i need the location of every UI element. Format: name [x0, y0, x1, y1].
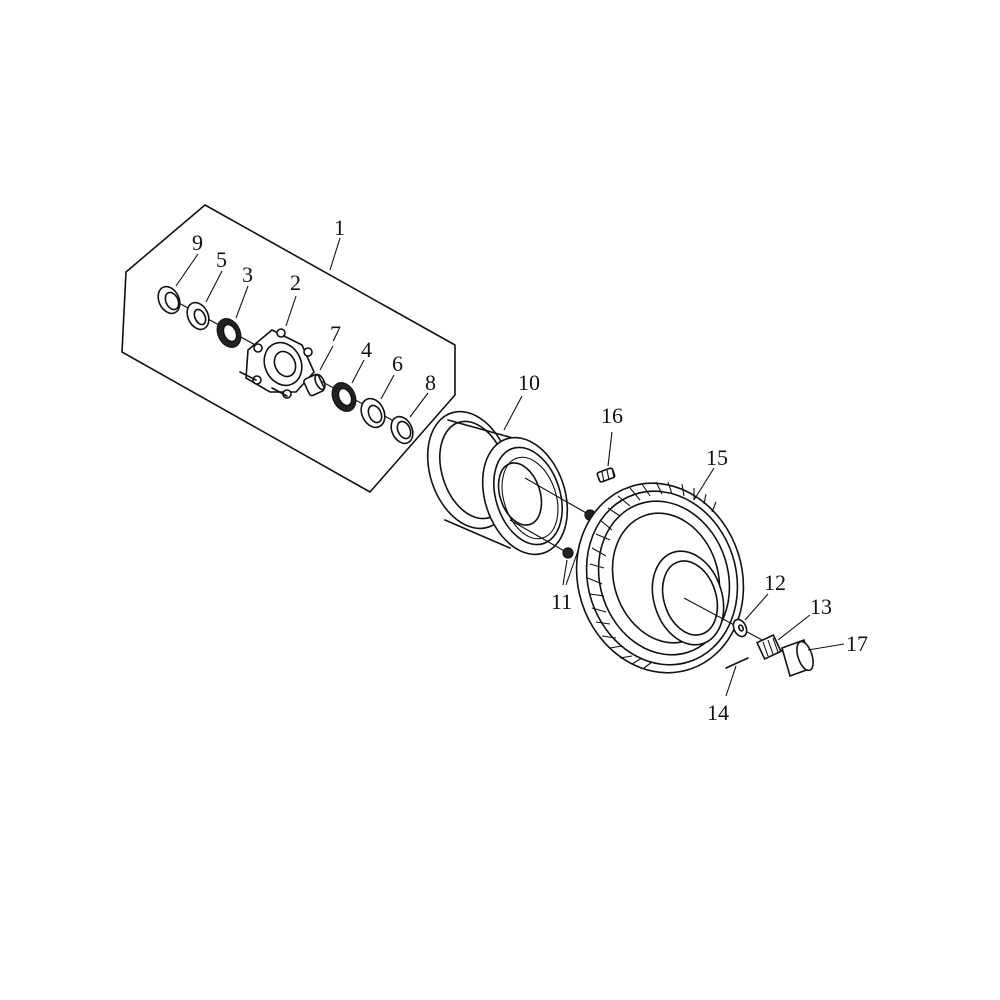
callout-10: 10	[518, 370, 540, 395]
part-15-tire[interactable]	[552, 461, 767, 694]
callout-8: 8	[425, 370, 436, 395]
callout-13: 13	[810, 594, 832, 619]
callout-3: 3	[242, 262, 253, 287]
hub-assembly-group	[121, 204, 456, 493]
rim-stud-line-2	[509, 519, 567, 553]
part-13-axle-nut[interactable]	[755, 614, 811, 661]
rim-stud-line	[524, 477, 589, 515]
callout-1: 1	[334, 215, 345, 240]
callout-9: 9	[192, 230, 203, 255]
callout-5: 5	[216, 247, 227, 272]
part-4-bearing[interactable]	[328, 359, 365, 415]
part-2-wheel-hub[interactable]	[239, 295, 315, 399]
callout-14: 14	[707, 700, 729, 725]
part-11-nuts[interactable]	[562, 509, 596, 586]
part-10-rim[interactable]	[413, 395, 581, 565]
callout-7: 7	[330, 321, 341, 346]
part-14-cotter-pin[interactable]	[725, 657, 749, 697]
callout-labels: 1 2 3 4 5 6 7 8 9 10 11 12 13 14 15 16 1…	[192, 215, 868, 725]
part-12-washer[interactable]	[731, 593, 769, 639]
part-5-oil-seal[interactable]	[183, 270, 223, 333]
callout-6: 6	[392, 351, 403, 376]
part-16-valve[interactable]	[596, 431, 616, 483]
callout-16: 16	[601, 403, 623, 428]
part-9-dust-seal[interactable]	[154, 253, 199, 317]
callout-11: 11	[551, 589, 572, 614]
callout-15: 15	[706, 445, 728, 470]
callout-12: 12	[764, 570, 786, 595]
part-6-oil-seal[interactable]	[357, 374, 395, 431]
part-3-bearing[interactable]	[213, 285, 249, 351]
callout-4: 4	[361, 337, 372, 362]
assembly-outline-hexagon	[121, 204, 456, 493]
callout-2: 2	[290, 270, 301, 295]
part-17-cap[interactable]	[781, 638, 845, 678]
leader-1	[329, 237, 341, 271]
part-8-dust-seal[interactable]	[387, 392, 429, 447]
part-7-spacer[interactable]	[303, 345, 334, 397]
callout-17: 17	[846, 631, 868, 656]
